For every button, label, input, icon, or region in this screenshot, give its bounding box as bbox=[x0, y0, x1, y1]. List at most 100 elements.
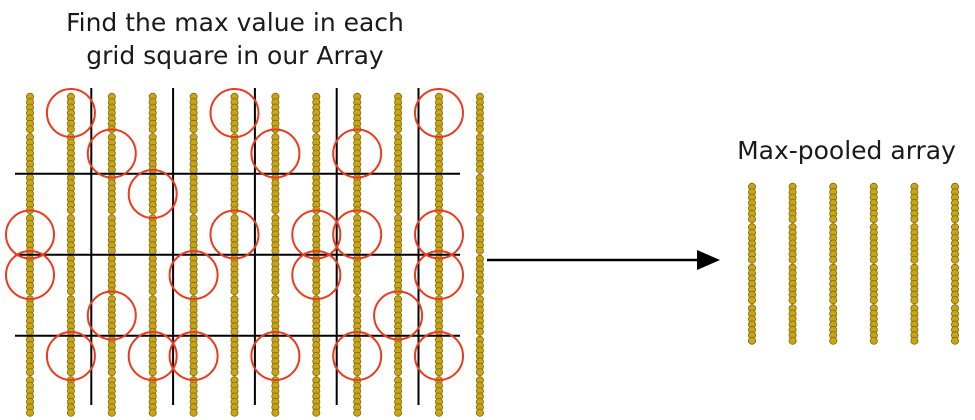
arrow bbox=[487, 250, 720, 270]
input-stack bbox=[394, 214, 403, 255]
input-stack bbox=[25, 295, 34, 336]
input-stack bbox=[434, 133, 443, 174]
input-stack bbox=[189, 295, 198, 336]
max-highlight-circle bbox=[250, 128, 301, 179]
input-stack bbox=[353, 335, 362, 377]
input-stack bbox=[230, 92, 239, 134]
max-highlight-circle bbox=[127, 331, 178, 381]
input-stack bbox=[107, 335, 116, 377]
input-stack bbox=[271, 254, 280, 296]
pooled-stack bbox=[788, 223, 797, 264]
max-highlight-circle bbox=[414, 331, 464, 381]
input-stack bbox=[66, 295, 75, 336]
input-stack bbox=[394, 335, 403, 377]
input-stack bbox=[271, 376, 280, 417]
input-stack bbox=[353, 295, 362, 336]
input-stack bbox=[353, 254, 362, 296]
input-stack bbox=[394, 92, 403, 134]
pooled-stack bbox=[788, 263, 797, 305]
pooled-stack bbox=[748, 263, 757, 305]
input-stack bbox=[25, 335, 34, 377]
max-highlight-circle bbox=[86, 290, 137, 341]
pooled-stack bbox=[910, 263, 919, 305]
max-highlight-circle bbox=[332, 331, 383, 381]
input-stack bbox=[434, 92, 443, 134]
input-stack bbox=[271, 133, 280, 174]
max-highlight-circle bbox=[5, 209, 55, 260]
input-stack bbox=[189, 376, 198, 417]
input-stack bbox=[230, 254, 239, 296]
input-stack bbox=[230, 133, 239, 174]
input-stack bbox=[148, 173, 157, 215]
input-stack bbox=[271, 214, 280, 255]
max-highlight-circle bbox=[168, 331, 219, 381]
input-stack bbox=[434, 295, 443, 336]
input-stack bbox=[312, 254, 321, 296]
pooled-stack bbox=[829, 223, 838, 264]
input-stack bbox=[148, 335, 157, 377]
input-stack bbox=[475, 335, 484, 377]
pooled-stack bbox=[910, 304, 919, 345]
input-stack bbox=[353, 214, 362, 255]
input-stack bbox=[475, 254, 484, 296]
input-stack bbox=[271, 173, 280, 215]
max-value-highlights bbox=[5, 88, 464, 381]
title-line-2: grid square in our Array bbox=[86, 41, 384, 70]
input-stack bbox=[312, 92, 321, 134]
input-stack bbox=[312, 335, 321, 377]
input-stack bbox=[312, 376, 321, 417]
input-stack bbox=[353, 173, 362, 215]
input-stack bbox=[230, 335, 239, 377]
input-stack bbox=[230, 295, 239, 336]
input-stack bbox=[25, 92, 34, 134]
arrow-head bbox=[697, 250, 720, 270]
input-stack bbox=[434, 214, 443, 255]
input-stack bbox=[148, 254, 157, 296]
input-stack bbox=[148, 214, 157, 255]
max-highlight-circle bbox=[209, 209, 260, 260]
pooled-stack bbox=[829, 182, 838, 224]
input-stack bbox=[394, 295, 403, 336]
max-highlight-circle bbox=[373, 290, 424, 341]
pooled-stack bbox=[869, 263, 878, 305]
input-stack bbox=[66, 335, 75, 377]
input-stack bbox=[475, 376, 484, 417]
input-stack bbox=[230, 214, 239, 255]
input-stack bbox=[189, 173, 198, 215]
pooled-stack bbox=[951, 263, 960, 305]
input-stack bbox=[148, 295, 157, 336]
pooled-stack bbox=[829, 304, 838, 345]
pooled-stack bbox=[788, 182, 797, 224]
input-stack bbox=[394, 376, 403, 417]
input-stack bbox=[107, 92, 116, 134]
pooled-stack bbox=[951, 304, 960, 345]
max-highlight-circle bbox=[86, 128, 137, 179]
input-stack bbox=[230, 173, 239, 215]
input-stack bbox=[25, 173, 34, 215]
input-stack bbox=[107, 173, 116, 215]
input-stack bbox=[394, 254, 403, 296]
input-stack bbox=[66, 133, 75, 174]
pooled-stack bbox=[869, 182, 878, 224]
input-stack bbox=[394, 133, 403, 174]
input-stack bbox=[189, 254, 198, 296]
max-highlight-circle bbox=[414, 88, 464, 138]
input-stack bbox=[66, 376, 75, 417]
input-stack bbox=[25, 133, 34, 174]
input-stack bbox=[189, 133, 198, 174]
pooled-stack bbox=[869, 223, 878, 264]
max-highlight-circle bbox=[209, 88, 260, 138]
title-line-1: Find the max value in each bbox=[66, 8, 404, 37]
input-stack bbox=[66, 254, 75, 296]
max-highlight-circle bbox=[291, 250, 342, 300]
input-stack bbox=[394, 173, 403, 215]
max-highlight-circle bbox=[414, 209, 464, 260]
input-stack bbox=[189, 92, 198, 134]
input-stack bbox=[189, 214, 198, 255]
input-stack bbox=[25, 254, 34, 296]
pooled-stack bbox=[910, 182, 919, 224]
max-highlight-circle bbox=[291, 209, 342, 260]
pooled-stack bbox=[951, 182, 960, 224]
input-stack bbox=[475, 133, 484, 174]
pooled-stack bbox=[748, 182, 757, 224]
